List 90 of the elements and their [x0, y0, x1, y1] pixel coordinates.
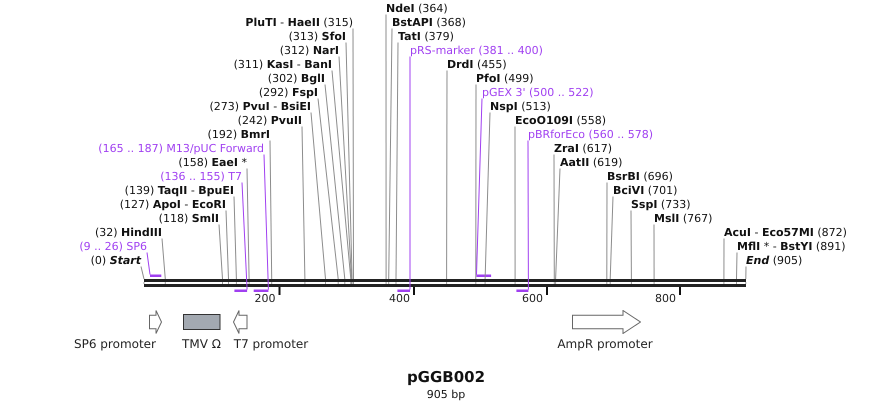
- restriction-site-label: BstAPI (368): [392, 16, 466, 28]
- feature-label: TMV Ω: [182, 337, 221, 351]
- restriction-site-label: (32) HindIII: [94, 226, 162, 238]
- feature-label: T7 promoter: [234, 337, 308, 351]
- restriction-site-label: (118) SmlI: [158, 212, 219, 224]
- restriction-site-label: EcoO109I (558): [515, 114, 606, 126]
- restriction-site-label: NspI (513): [490, 100, 551, 112]
- restriction-site-label: AcuI - Eco57MI (872): [724, 226, 847, 238]
- scale-label: 800: [655, 293, 676, 305]
- feature-label: AmpR promoter: [557, 337, 653, 351]
- restriction-site-label: (127) ApoI - EcoRI: [120, 198, 226, 210]
- primer-label: (136 .. 155) T7: [160, 170, 242, 182]
- restriction-site-label: NdeI (364): [386, 2, 448, 14]
- sequence-length: 905 bp: [426, 388, 466, 401]
- restriction-site-label: DrdI (455): [447, 58, 507, 70]
- restriction-site-label: (0) Start: [90, 254, 141, 266]
- leader-line: [484, 112, 490, 280]
- primer-site-bar: [254, 290, 268, 292]
- restriction-site-label: MflI* - BstYI (891): [737, 240, 846, 252]
- leader-line: [396, 42, 398, 280]
- leader-line: [246, 168, 250, 280]
- restriction-site-label: (242) PvuII: [238, 114, 302, 126]
- restriction-site-label: ZraI (617): [554, 142, 612, 154]
- leader-line: [264, 154, 269, 290]
- leader-line: [218, 224, 223, 280]
- restriction-site-label: TatI (379): [398, 30, 454, 42]
- leader-line: [736, 252, 738, 280]
- scale-label: 400: [389, 293, 410, 305]
- primer-label: (9 .. 26) SP6: [79, 240, 147, 252]
- leader-line: [654, 224, 655, 280]
- leader-line: [514, 126, 516, 280]
- feature-label: SP6 promoter: [74, 337, 156, 351]
- primer-site-bar: [476, 274, 492, 277]
- leader-line: [606, 182, 608, 280]
- leader-line: [302, 126, 306, 280]
- scale-label: 200: [254, 293, 276, 305]
- restriction-site-label: SspI (733): [631, 198, 691, 210]
- leader-line: [630, 210, 632, 280]
- restriction-site-label: (312) NarI: [280, 44, 339, 56]
- leader-line: [352, 28, 354, 280]
- primer-site-bar: [516, 290, 528, 292]
- restriction-site-label: (302) BglI: [268, 72, 325, 84]
- primer-label: (165 .. 187) M13/pUC Forward: [98, 142, 264, 154]
- leader-line: [226, 210, 229, 280]
- leader-line: [723, 238, 724, 280]
- leader-line: [146, 252, 150, 275]
- primer-label: pGEX 3' (500 .. 522): [482, 86, 594, 98]
- primer-site-bar: [150, 274, 162, 277]
- leader-line: [346, 42, 353, 280]
- leader-line: [554, 154, 555, 280]
- restriction-site-label: BsrBI (696): [607, 170, 673, 182]
- leader-line: [162, 238, 166, 280]
- leader-line: [338, 56, 352, 280]
- leader-line: [555, 168, 560, 280]
- leader-line: [475, 84, 476, 280]
- leader-line: [745, 266, 746, 280]
- primer-label: pBRforEco (560 .. 578): [528, 128, 654, 140]
- leader-line: [476, 98, 482, 275]
- leader-line: [386, 14, 387, 280]
- leader-line: [388, 28, 392, 280]
- restriction-site-label: (192) BmrI: [208, 128, 270, 140]
- restriction-site-label: End (905): [746, 254, 802, 266]
- leader-line: [270, 140, 272, 280]
- restriction-site-label: MslI (767): [654, 212, 712, 224]
- restriction-site-label: (139) TaqII - BpuEI: [124, 184, 234, 196]
- map-title: pGGB002: [406, 368, 486, 386]
- dna-backbone: [144, 279, 746, 287]
- scale-label: 600: [522, 293, 543, 305]
- restriction-site-label: BciVI (701): [613, 184, 678, 196]
- leader-line: [332, 70, 352, 280]
- restriction-site-label: PfoI (499): [476, 72, 534, 84]
- restriction-site-label: PluTI - HaeII (315): [245, 16, 353, 28]
- leader-line: [324, 84, 346, 280]
- leader-line: [310, 112, 326, 280]
- primer-label: pRS-marker (381 .. 400): [410, 44, 543, 56]
- leader-line: [140, 266, 144, 280]
- restriction-site-label: (311) KasI - BanI: [234, 58, 332, 70]
- leader-line: [318, 98, 339, 280]
- leader-line: [610, 196, 614, 280]
- leader-line: [446, 70, 448, 280]
- primer-site-bar: [234, 290, 248, 292]
- primer-site-bar: [397, 290, 410, 292]
- restriction-site-label: AatII (619): [560, 156, 622, 168]
- restriction-site-label: (273) PvuI - BsiEI: [209, 100, 311, 112]
- restriction-site-label: (313) SfoI: [288, 30, 346, 42]
- restriction-site-label: (158) EaeI*: [178, 156, 247, 168]
- leader-line: [234, 196, 237, 280]
- leader-line: [242, 182, 248, 290]
- leader-line: [528, 140, 529, 290]
- restriction-site-label: (292) FspI: [258, 86, 318, 98]
